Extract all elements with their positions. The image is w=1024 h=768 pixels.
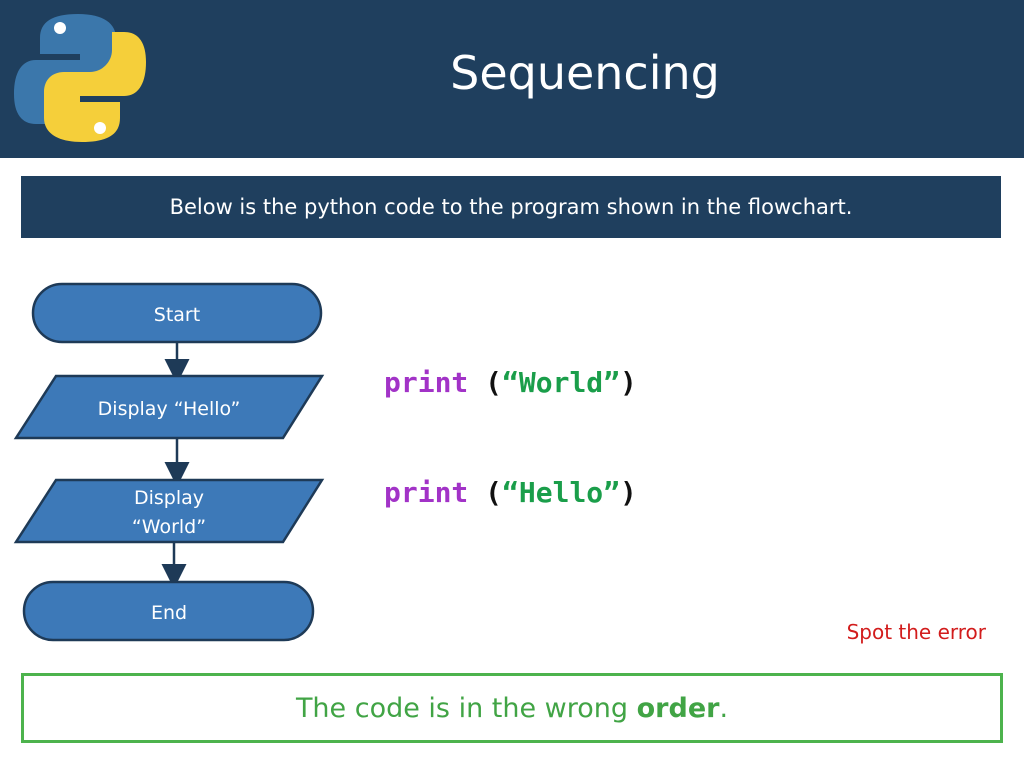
flowchart-display-world-label-line1: Display [134,487,204,509]
answer-box: The code is in the wrong order. [21,673,1003,743]
flowchart-start-node [31,282,323,344]
flowchart-end-node [22,580,315,642]
flowchart-display-world-node [13,478,325,544]
code-string: “Hello” [502,476,621,509]
code-close-paren: ) [620,366,637,399]
code-close-paren: ) [620,476,637,509]
code-line-1: print (“World”) [384,366,637,399]
flowchart-end-label: End [151,602,187,624]
code-open-paren: ( [485,366,503,399]
code-open-paren: ( [485,476,503,509]
flowchart-display-hello-label: Display “Hello” [98,398,241,420]
flowchart: Start Display “Hello” Display “World” En… [13,282,325,642]
answer-prefix: The code is in the wrong [295,692,637,724]
python-logo-icon [14,14,146,142]
code-line-2: print (“Hello”) [384,476,637,509]
header-bar: Sequencing [0,0,1024,158]
flowchart-display-world-label-line2: “World” [132,516,206,538]
info-banner: Below is the python code to the program … [21,176,1001,238]
flowchart-start-label: Start [154,304,200,326]
page-title: Sequencing [450,46,720,100]
code-keyword: print [384,476,469,509]
spot-the-error-hint: Spot the error [846,620,986,644]
code-keyword: print [384,366,469,399]
answer-suffix: . [719,692,729,724]
answer-emphasis: order [636,692,720,724]
flowchart-display-hello-node [13,374,325,440]
code-string: “World” [502,366,621,399]
